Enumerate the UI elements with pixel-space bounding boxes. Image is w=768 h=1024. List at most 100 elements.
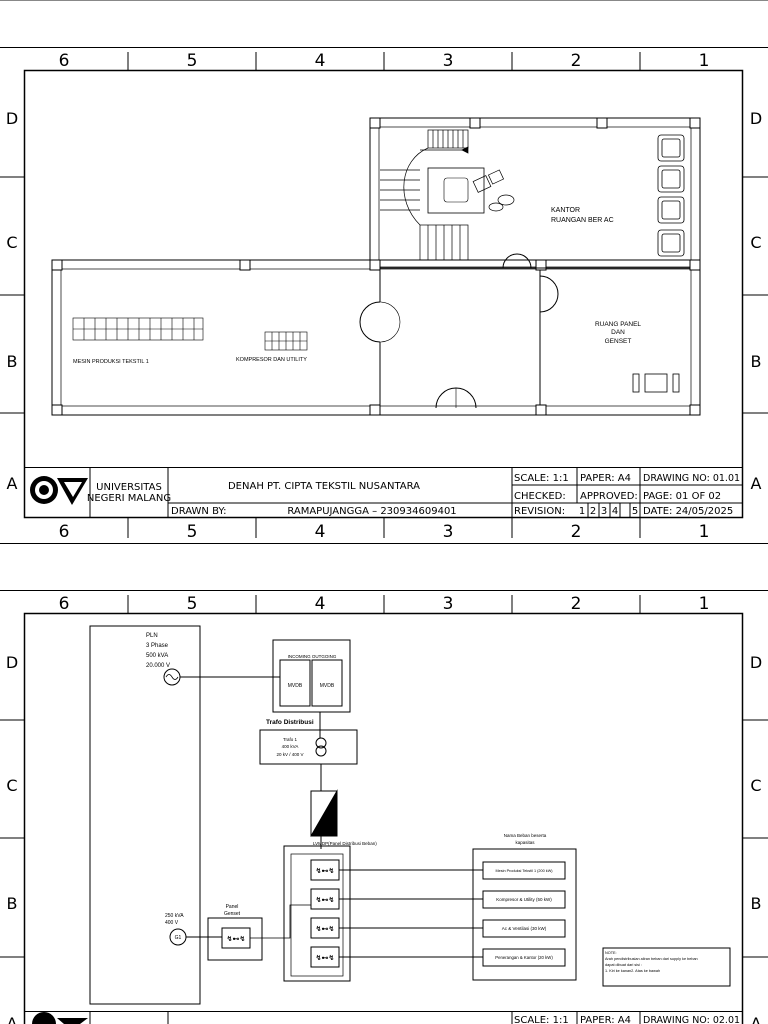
door-swing-office: [502, 253, 532, 269]
lvmdp-panel: [283, 845, 351, 982]
genset-rating-2: 400 V: [165, 920, 179, 926]
mvdb-header: INCOMING OUTGOING: [288, 654, 337, 659]
sheet-2: 6 5 4 3 2 1 D D C C B B A A: [0, 594, 768, 1024]
row-label-b-left: B: [7, 352, 18, 371]
lower-block-inner-wall: [60, 268, 692, 407]
pln-capacity: 500 kVA: [146, 653, 168, 659]
lvmdp-label: LVMDP(Panel Distribusi Beban): [313, 841, 377, 846]
compressor-units: [264, 331, 308, 351]
col-label-6: 6: [59, 51, 70, 71]
sheet-1: 6 5 4 3 2 1 D D C C B B A A 6 5 4: [0, 51, 768, 542]
panel-room-equipment: [632, 373, 680, 393]
row-label-b-right-sheet2: B: [751, 894, 762, 913]
mvdb-right-label: MVDB: [320, 683, 335, 689]
load-label-1: Mesin Produksi Tekstil 1 (200 kW): [495, 869, 553, 873]
loads-title-1: Nama Beban beserta: [504, 833, 547, 838]
university-name-line1: UNIVERSITAS: [96, 482, 162, 493]
approved-field: APPROVED:: [580, 491, 638, 502]
load-box-4: [482, 948, 566, 967]
row-label-b-left-sheet2: B: [7, 894, 18, 913]
row-label-c-left-sheet2: C: [6, 776, 17, 795]
col-label-1: 1: [699, 51, 710, 71]
svg-text:↯⊷↯: ↯⊷↯: [316, 954, 335, 962]
col-label-4: 4: [315, 51, 326, 71]
revision-field: REVISION:: [514, 506, 565, 517]
load-label-2: Kompresor & Utility (50 kW): [496, 897, 552, 902]
col-label-4-sheet2: 4: [315, 594, 326, 614]
load-box-1: [482, 861, 566, 880]
room-label-kantor-ac: RUANGAN BER AC: [551, 217, 614, 224]
col-label-2-bottom: 2: [571, 522, 582, 542]
row-label-d-left: D: [6, 109, 18, 128]
row-label-c-left: C: [6, 233, 17, 252]
university-name-line2: NEGERI MALANG: [87, 493, 171, 504]
trafo-box: [259, 729, 358, 765]
row-label-a-right: A: [751, 474, 762, 493]
mvdb-incoming: [279, 659, 311, 707]
production-machines: [72, 317, 204, 341]
col-label-1-sheet2: 1: [699, 594, 710, 614]
drawn-by-label: DRAWN BY:: [171, 506, 227, 517]
office-desk: [427, 167, 485, 214]
row-label-a-left: A: [7, 474, 18, 493]
drawing-number-field-sheet2: DRAWING NO: 02.01: [643, 1015, 740, 1024]
genset-panel-box: [207, 917, 263, 961]
col-label-2: 2: [571, 51, 582, 71]
room-label-mesin: MESIN PRODUKSI TEKSTIL 1: [73, 359, 149, 365]
col-label-5: 5: [187, 51, 198, 71]
paper-field: PAPER: A4: [580, 473, 631, 484]
room-label-kantor: KANTOR: [551, 207, 580, 214]
col-label-3-bottom: 3: [443, 522, 454, 542]
office-block-outer-wall: [369, 117, 701, 269]
office-chairs: [472, 169, 515, 212]
loads-title-2: kapasitas: [515, 840, 535, 845]
drawing-title: DENAH PT. CIPTA TEKSTIL NUSANTARA: [228, 481, 420, 492]
col-label-5-bottom: 5: [187, 522, 198, 542]
sheet1-top-ticks: [127, 52, 641, 70]
door-swing-panel: [539, 275, 559, 313]
note-box: [602, 947, 731, 987]
load-box-3: [482, 919, 566, 938]
row-label-d-left-sheet2: D: [6, 653, 18, 672]
svg-text:↯⊷↯: ↯⊷↯: [316, 896, 335, 904]
structural-columns: [51, 117, 701, 416]
row-label-c-right: C: [750, 233, 761, 252]
room-label-genset: GENSET: [605, 338, 632, 345]
scale-field-sheet2: SCALE: 1:1: [514, 1015, 569, 1024]
note-line-1: Arah pendistribusian aliran beban dari s…: [605, 957, 698, 961]
note-title: NOTE:: [605, 951, 617, 955]
trafo-name: Trafo 1: [283, 737, 298, 742]
page-field: PAGE: 01 OF 02: [643, 491, 721, 502]
row-label-a-left-sheet2: A: [7, 1014, 18, 1024]
trafo-voltage: 20 kV / 400 V: [276, 752, 303, 757]
single-line-diagram: [89, 625, 731, 1005]
mvdb-enclosure: [272, 639, 351, 713]
loads-enclosure: [472, 848, 577, 981]
mvdb-outgoing: [311, 659, 343, 707]
revision-5: 5: [632, 506, 638, 517]
trafo-capacity: 400 kVA: [282, 744, 299, 749]
genset-panel-label-2: Genset: [224, 911, 241, 917]
revision-3: 3: [601, 506, 607, 517]
scale-field: SCALE: 1:1: [514, 473, 569, 484]
revision-2: 2: [590, 506, 596, 517]
revision-4: 4: [612, 506, 618, 517]
col-label-4-bottom: 4: [315, 522, 326, 542]
lvmdp-breakers: [310, 859, 340, 968]
sheet1-frame: [23, 69, 744, 519]
room-label-kompresor: KOMPRESOR DAN UTILITY: [236, 357, 307, 363]
paper-field-sheet2: PAPER: A4: [580, 1015, 631, 1024]
revision-1: 1: [579, 506, 585, 517]
col-label-6-sheet2: 6: [59, 594, 70, 614]
pln-phase: 3 Phase: [146, 643, 169, 649]
generator-label: G1: [175, 935, 182, 941]
load-box-2: [482, 890, 566, 909]
note-line-3: 1. Kiri ke kanan2. Atas ke bawah: [605, 969, 660, 973]
pln-supply-box: [89, 625, 201, 1005]
row-label-c-right-sheet2: C: [750, 776, 761, 795]
load-label-4: Penerangan & Kantor (20 kW): [495, 955, 553, 960]
pln-voltage: 20.000 V: [146, 663, 170, 669]
lower-block-outer-wall: [51, 259, 701, 416]
genset-rating-1: 250 kVA: [165, 913, 184, 919]
